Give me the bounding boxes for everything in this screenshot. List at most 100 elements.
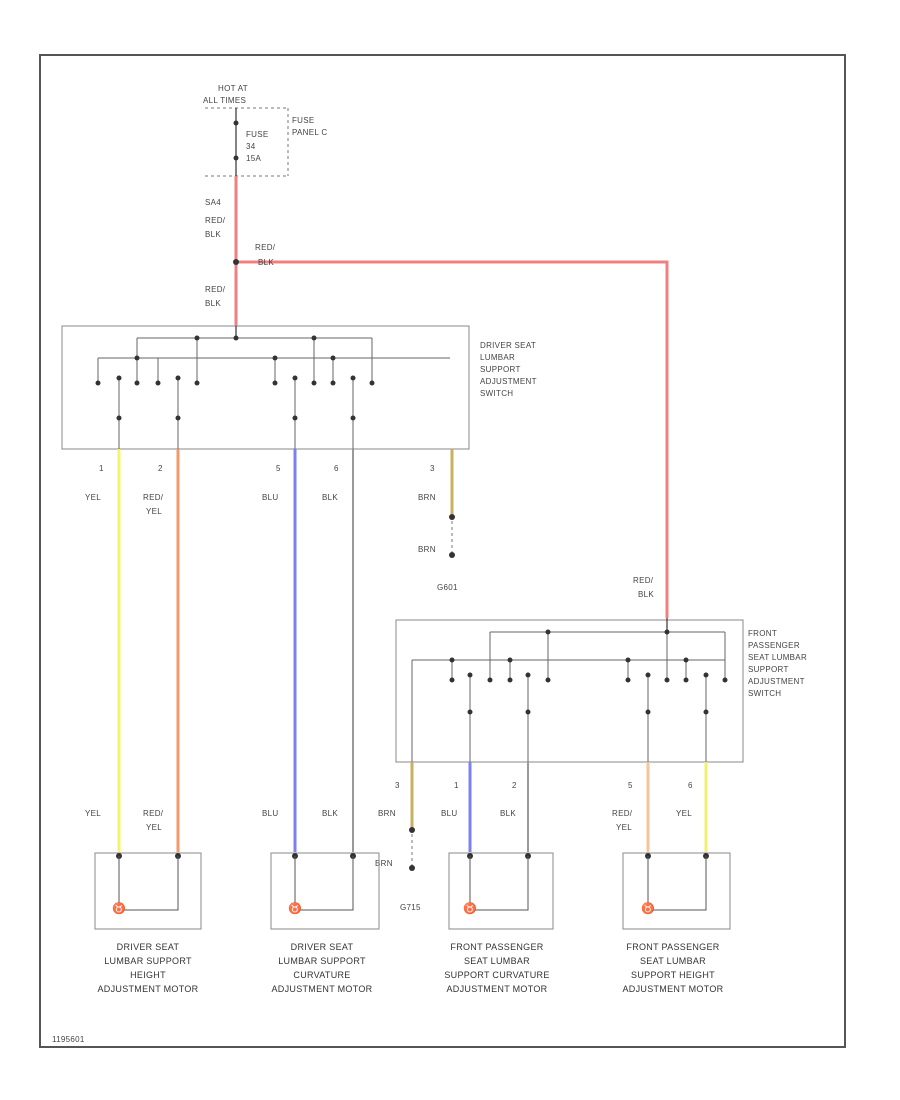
label-yel-2: YEL bbox=[85, 809, 101, 818]
ground-connector-top bbox=[449, 514, 455, 520]
passenger-pin-1: 1 bbox=[454, 781, 459, 790]
driver-switch-contacts bbox=[97, 338, 373, 449]
fuse-label: FUSE bbox=[246, 130, 269, 139]
all-times-label: ALL TIMES bbox=[203, 96, 246, 105]
motor-box-3 bbox=[448, 852, 554, 930]
footer-code: 1195601 bbox=[52, 1035, 85, 1044]
fuse-panel-line1: FUSE bbox=[292, 116, 315, 125]
label-red-yel-2a: RED/ bbox=[143, 809, 164, 818]
driver-switch-name-4: ADJUSTMENT bbox=[480, 377, 537, 386]
fuse-terminal-bottom bbox=[233, 155, 239, 161]
motor-3-caption-3: SUPPORT CURVATURE bbox=[444, 970, 549, 980]
passenger-pin-3: 3 bbox=[395, 781, 400, 790]
label-blu-1: BLU bbox=[262, 493, 278, 502]
ground-g601: G601 bbox=[437, 583, 458, 592]
circuit-label: SA4 bbox=[205, 198, 221, 207]
label-red-yel-3a: RED/ bbox=[612, 809, 633, 818]
label-blu-3: BLU bbox=[441, 809, 457, 818]
wire-color-red: RED/ bbox=[205, 216, 226, 225]
motor-1-caption-3: HEIGHT bbox=[130, 970, 166, 980]
motor-3-caption-2: SEAT LUMBAR bbox=[464, 956, 530, 966]
motor-2-caption-4: ADJUSTMENT MOTOR bbox=[272, 984, 373, 994]
passenger-switch-terminals bbox=[449, 629, 728, 715]
motor-icon-3: ♉ bbox=[463, 902, 477, 915]
red-blk-feed: SA4 RED/ BLK RED/ BLK RED/ BLK RED/ BLK bbox=[205, 176, 669, 618]
driver-switch-name-3: SUPPORT bbox=[480, 365, 521, 374]
wire-color-red-3: RED/ bbox=[205, 285, 226, 294]
motor-icon-1: ♉ bbox=[112, 902, 126, 915]
motor-3-caption-4: ADJUSTMENT MOTOR bbox=[447, 984, 548, 994]
label-red-yel-1a: RED/ bbox=[143, 493, 164, 502]
label-blk-3: BLK bbox=[500, 809, 516, 818]
ground-g715: G715 bbox=[400, 903, 421, 912]
wire-color-blk-3: BLK bbox=[205, 299, 221, 308]
motor-2-caption-3: CURVATURE bbox=[293, 970, 350, 980]
label-brn-3: BRN bbox=[378, 809, 396, 818]
driver-pin-5: 5 bbox=[276, 464, 281, 473]
motor-winding-1 bbox=[118, 856, 179, 911]
label-blk-1: BLK bbox=[322, 493, 338, 502]
wire-color-blk: BLK bbox=[205, 230, 221, 239]
motor-4-caption-3: SUPPORT HEIGHT bbox=[631, 970, 715, 980]
driver-switch-box bbox=[61, 325, 470, 450]
motor-winding-3 bbox=[469, 856, 529, 911]
passenger-switch-box bbox=[395, 619, 744, 763]
motor-winding-4 bbox=[647, 856, 707, 911]
passenger-switch-name-3: SEAT LUMBAR bbox=[748, 653, 807, 662]
motor-captions: DRIVER SEAT LUMBAR SUPPORT HEIGHT ADJUST… bbox=[98, 942, 724, 994]
motor-1: ♉ bbox=[94, 852, 202, 930]
motor-1-caption-1: DRIVER SEAT bbox=[117, 942, 180, 952]
motor-3-caption-1: FRONT PASSENGER bbox=[450, 942, 543, 952]
motor-2-caption-2: LUMBAR SUPPORT bbox=[278, 956, 366, 966]
passenger-switch-name-6: SWITCH bbox=[748, 689, 781, 698]
passenger-pin-5: 5 bbox=[628, 781, 633, 790]
motor-winding-2 bbox=[294, 856, 354, 911]
fuse-number: 34 bbox=[246, 142, 256, 151]
motor-2-caption-1: DRIVER SEAT bbox=[291, 942, 354, 952]
passenger-pin-2: 2 bbox=[512, 781, 517, 790]
driver-switch-name-5: SWITCH bbox=[480, 389, 513, 398]
motor-box-2 bbox=[270, 852, 380, 930]
red-blk-passenger-wire bbox=[236, 260, 669, 618]
label-red-yel-1b: YEL bbox=[146, 507, 162, 516]
wire-color-blk-4: BLK bbox=[638, 590, 654, 599]
motor-4-caption-4: ADJUSTMENT MOTOR bbox=[623, 984, 724, 994]
label-blk-2: BLK bbox=[322, 809, 338, 818]
driver-wires: YEL RED/ YEL BLU BLK BRN BRN G601 YEL RE… bbox=[85, 449, 458, 852]
motor-3: ♉ bbox=[448, 852, 554, 930]
motor-box-4 bbox=[622, 852, 731, 930]
driver-switch-name-1: DRIVER SEAT bbox=[480, 341, 536, 350]
passenger-switch-name-5: ADJUSTMENT bbox=[748, 677, 805, 686]
driver-switch-terminals bbox=[95, 335, 375, 421]
wire-color-blk-2: BLK bbox=[258, 258, 274, 267]
motor-box-1 bbox=[94, 852, 202, 930]
motor-icon-2: ♉ bbox=[288, 902, 302, 915]
motor-4-caption-2: SEAT LUMBAR bbox=[640, 956, 706, 966]
driver-pin-3: 3 bbox=[430, 464, 435, 473]
wire-color-red-4: RED/ bbox=[633, 576, 654, 585]
diagram-frame bbox=[39, 54, 846, 1048]
fuse-panel-line2: PANEL C bbox=[292, 128, 327, 137]
passenger-switch-name-1: FRONT bbox=[748, 629, 777, 638]
passenger-switch-contacts bbox=[411, 632, 726, 762]
wire-color-red-2: RED/ bbox=[255, 243, 276, 252]
driver-pin-2: 2 bbox=[158, 464, 163, 473]
label-red-yel-3b: YEL bbox=[616, 823, 632, 832]
label-brn-1: BRN bbox=[418, 493, 436, 502]
label-brn-2: BRN bbox=[418, 545, 436, 554]
motor-1-caption-4: ADJUSTMENT MOTOR bbox=[98, 984, 199, 994]
motor-2: ♉ bbox=[270, 852, 380, 930]
motor-icon-4: ♉ bbox=[641, 902, 655, 915]
fuse-amps: 15A bbox=[246, 154, 261, 163]
motor-4-caption-1: FRONT PASSENGER bbox=[626, 942, 719, 952]
label-red-yel-2b: YEL bbox=[146, 823, 162, 832]
motor-1-caption-2: LUMBAR SUPPORT bbox=[104, 956, 192, 966]
ground-point bbox=[449, 552, 455, 558]
label-yel-3: YEL bbox=[676, 809, 692, 818]
fuse-block: HOT AT ALL TIMES FUSE 34 15A FUSE PANEL … bbox=[203, 84, 327, 177]
motor-4: ♉ bbox=[622, 852, 731, 930]
passenger-pin-6: 6 bbox=[688, 781, 693, 790]
label-yel-1: YEL bbox=[85, 493, 101, 502]
passenger-wires: BRN BRN G715 BLU BLK RED/ YEL YEL bbox=[375, 762, 708, 912]
